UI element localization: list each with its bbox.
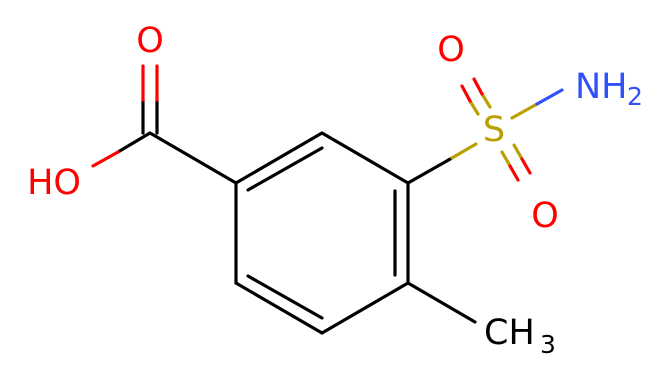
- methyl-label: CH 3: [484, 313, 556, 359]
- methyl-subscript: 3: [540, 330, 556, 359]
- bond-c3-s-black: [406, 156, 454, 185]
- bond-ring-c1-c2: [234, 131, 324, 185]
- bond-s-o-bottom-2-red: [520, 157, 532, 175]
- benzene-ring: [234, 131, 410, 335]
- bond-ring-c1-c2-inner: [246, 146, 324, 192]
- methyl-main-label: CH: [484, 313, 535, 353]
- bond-s-o-top-1-yellow: [468, 99, 480, 116]
- bond-ring-c4-c5: [320, 281, 410, 335]
- bond-c1-carboxyl-c: [148, 131, 238, 185]
- amine-main-label: NH: [575, 67, 628, 107]
- bond-c4-methyl: [406, 281, 477, 324]
- bond-s-n-yellow: [510, 102, 539, 120]
- sulfonyl-oxygen-top-label: O: [437, 30, 465, 70]
- bond-s-o-top-2-red: [472, 77, 484, 96]
- bond-ring-c5-c6-inner: [246, 274, 324, 320]
- bond-ring-c5-c6: [234, 281, 324, 335]
- amine-label: NH 2: [575, 67, 643, 111]
- bond-s-o-bottom-1-yellow: [500, 150, 512, 168]
- bond-s-o-bottom-1-red: [508, 164, 520, 182]
- carbonyl-oxygen-label: O: [136, 21, 164, 61]
- bond-c3-s-yellow: [450, 142, 478, 160]
- amine-subscript: 2: [627, 82, 643, 111]
- bond-c-oh-red: [91, 150, 120, 168]
- carboxyl-group: [91, 64, 238, 185]
- bond-s-o-bottom-2-yellow: [512, 143, 524, 161]
- bond-c-oh-black: [116, 131, 152, 154]
- sulfur-label: S: [483, 110, 505, 150]
- bond-s-o-top-1-red: [460, 84, 472, 103]
- hydroxyl-label: HO: [27, 163, 81, 203]
- sulfonamide-group: [406, 77, 564, 185]
- bond-s-n-blue: [535, 88, 564, 106]
- sulfonyl-oxygen-bottom-label: O: [531, 196, 559, 236]
- bond-s-o-top-2-yellow: [480, 92, 492, 109]
- bond-ring-c2-c3: [320, 131, 410, 185]
